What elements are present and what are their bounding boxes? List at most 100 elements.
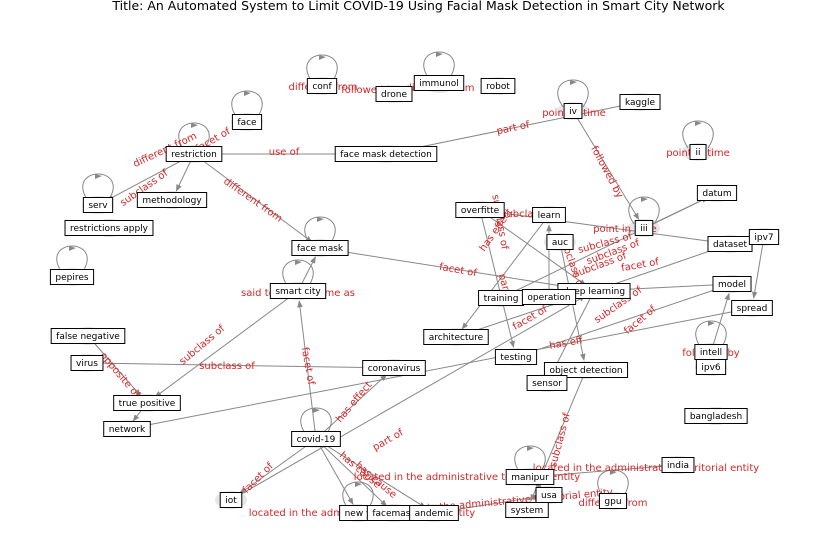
node-label: system xyxy=(511,506,544,516)
node-intell[interactable]: intell xyxy=(694,344,728,360)
edge-label: has eff xyxy=(548,335,584,352)
node-robot[interactable]: robot xyxy=(480,78,516,94)
node-box xyxy=(748,229,780,245)
node-facemask[interactable]: facemask xyxy=(366,505,422,521)
node-label: andemic xyxy=(415,509,454,519)
node-box xyxy=(535,487,563,503)
self-loop-arrow xyxy=(295,260,302,265)
node-gpu[interactable]: gpu xyxy=(598,493,628,509)
node-box xyxy=(113,395,181,411)
node-operation[interactable]: operation xyxy=(521,289,577,305)
node-restrictions_apply[interactable]: restrictions apply xyxy=(64,220,154,236)
node-sensor[interactable]: sensor xyxy=(526,375,568,391)
node-auc[interactable]: auc xyxy=(546,234,574,250)
node-dataset[interactable]: dataset xyxy=(707,236,753,252)
node-box xyxy=(291,240,349,256)
node-label: dataset xyxy=(713,240,747,250)
self-loop-arrow xyxy=(641,197,648,202)
node-box xyxy=(50,328,126,344)
node-box xyxy=(505,502,549,518)
node-label: ii xyxy=(695,148,700,158)
node-architecture[interactable]: architecture xyxy=(423,329,489,345)
self-loop-new_york xyxy=(342,481,374,510)
self-loop-gpu xyxy=(597,469,629,498)
node-label: face mask detection xyxy=(340,150,432,160)
node-label: ipv6 xyxy=(701,363,721,373)
node-label: learn xyxy=(538,211,561,221)
node-label: manipur xyxy=(511,473,549,483)
node-iv[interactable]: iv xyxy=(563,103,583,119)
node-label: facemask xyxy=(372,509,416,519)
edge-virus-coronavirus xyxy=(86,362,385,371)
node-label: serv xyxy=(88,201,108,211)
node-label: pepires xyxy=(55,273,89,283)
node-iot[interactable]: iot xyxy=(219,492,243,508)
edge-iot-deep_learning xyxy=(230,295,586,501)
node-pepires[interactable]: pepires xyxy=(49,269,95,285)
node-spread[interactable]: spread xyxy=(731,300,773,316)
node-face_mask_detection[interactable]: face mask detection xyxy=(334,146,438,162)
edge-overfitte-deep_learning xyxy=(479,209,587,286)
node-label: smart city xyxy=(275,287,321,297)
node-pandemic[interactable]: andemic xyxy=(409,505,459,521)
edge-label: subclass of xyxy=(501,209,557,220)
edge-ipv7-spread xyxy=(751,236,765,299)
node-overfitte[interactable]: overfitte xyxy=(455,202,505,218)
node-serv[interactable]: serv xyxy=(82,197,114,213)
node-ipv7[interactable]: ipv7 xyxy=(748,229,780,245)
node-kaggle[interactable]: kaggle xyxy=(619,94,661,110)
node-drone[interactable]: drone xyxy=(375,86,413,102)
node-box xyxy=(505,469,555,485)
node-methodology[interactable]: methodology xyxy=(136,192,208,208)
edge-iv-iii xyxy=(572,110,640,221)
self-loop-arrow xyxy=(319,55,326,60)
node-box xyxy=(64,220,154,236)
edge-false_negative-true_positive xyxy=(87,335,141,397)
node-label: true positive xyxy=(119,399,176,409)
node-smart_city[interactable]: smart city xyxy=(269,283,327,299)
node-iii[interactable]: iii xyxy=(634,220,654,236)
edge-label: followed by xyxy=(588,144,625,200)
edge-label: facet of xyxy=(438,262,478,280)
node-true_positive[interactable]: true positive xyxy=(113,395,181,411)
edge-label: has effect xyxy=(334,380,374,425)
node-network[interactable]: network xyxy=(103,421,151,437)
self-loop-iii xyxy=(628,196,660,225)
node-restriction[interactable]: restriction xyxy=(165,146,223,162)
node-covid19[interactable]: covid-19 xyxy=(291,431,341,447)
node-ii[interactable]: ii xyxy=(689,144,707,160)
node-system[interactable]: system xyxy=(505,502,549,518)
node-box xyxy=(455,202,505,218)
node-label: spread xyxy=(737,304,768,314)
node-box xyxy=(634,220,654,236)
node-usa[interactable]: usa xyxy=(535,487,563,503)
self-loop-intell xyxy=(695,320,727,349)
node-box xyxy=(521,289,577,305)
node-training[interactable]: training xyxy=(478,290,524,306)
self-loop-face xyxy=(231,90,263,119)
node-datum[interactable]: datum xyxy=(696,185,738,201)
node-virus[interactable]: virus xyxy=(70,355,104,371)
node-immunol[interactable]: immunol xyxy=(413,75,465,91)
node-label: auc xyxy=(552,238,568,248)
node-india[interactable]: india xyxy=(661,457,695,473)
node-face[interactable]: face xyxy=(231,114,263,130)
node-coronavirus[interactable]: coronavirus xyxy=(362,360,426,376)
node-label: restriction xyxy=(171,150,217,160)
node-learn[interactable]: learn xyxy=(532,207,566,223)
self-loop-arrow xyxy=(708,321,715,326)
node-model[interactable]: model xyxy=(712,276,752,292)
node-object_detection[interactable]: object detection xyxy=(543,362,629,378)
node-face_mask[interactable]: face mask xyxy=(291,240,349,256)
edge-label: use of xyxy=(269,147,300,158)
node-conf[interactable]: conf xyxy=(306,78,338,94)
node-bangladesh[interactable]: bangladesh xyxy=(684,408,748,424)
node-box xyxy=(70,355,104,371)
node-label: architecture xyxy=(429,333,484,343)
node-ipv6[interactable]: ipv6 xyxy=(695,359,727,375)
node-box xyxy=(731,300,773,316)
node-testing[interactable]: testing xyxy=(494,349,538,365)
node-manipur[interactable]: manipur xyxy=(505,469,555,485)
node-box xyxy=(532,207,566,223)
node-false_negative[interactable]: false negative xyxy=(50,328,126,344)
